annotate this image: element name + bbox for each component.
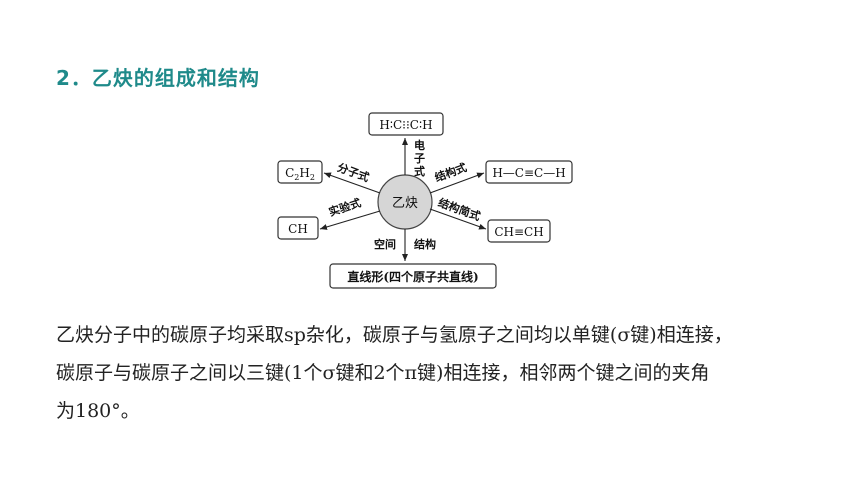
structural-formula-box xyxy=(485,160,573,184)
label-electronic-3: 式 xyxy=(414,164,425,178)
section-heading: 2．乙炔的组成和结构 xyxy=(56,66,260,90)
spatial-structure: 直线形(四个原子共直线) xyxy=(347,269,478,284)
spatial-structure-box xyxy=(329,263,497,289)
label-electronic-1: 电 xyxy=(414,138,425,152)
arrow-upper-right xyxy=(429,172,485,194)
label-electronic-2: 子 xyxy=(414,152,425,165)
label-structure: 结构 xyxy=(413,237,436,251)
center-label: 乙炔 xyxy=(392,196,418,211)
arrow-upper-left xyxy=(323,172,381,194)
paragraph-line-3: 为180°。 xyxy=(56,400,140,422)
electronic-formula-box xyxy=(368,112,444,136)
simplified-formula-box xyxy=(487,219,551,243)
label-molecular: 分子式 xyxy=(335,160,371,184)
molecular-formula-box xyxy=(277,160,323,184)
molecular-formula: C2H2 xyxy=(285,166,315,182)
label-space: 空间 xyxy=(374,237,396,251)
description-paragraph: 乙炔分子中的碳原子均采取sp杂化，碳原子与氢原子之间均以单键(σ键)相连接， 碳… xyxy=(56,316,816,430)
empirical-formula-box xyxy=(277,216,319,240)
acetylene-diagram: 乙炔 H∶C⁝⁝C∶H 电 子 式 C2H2 分子式 CH 实验式 H—C≡C—… xyxy=(277,112,573,289)
electronic-formula: H∶C⁝⁝C∶H xyxy=(379,118,432,132)
empirical-formula: CH xyxy=(288,222,308,236)
paragraph-line-2: 碳原子与碳原子之间以三键(1个σ键和2个π键)相连接，相邻两个键之间的夹角 xyxy=(56,362,710,384)
simplified-formula: CH≡CH xyxy=(494,225,543,239)
arrow-lower-right xyxy=(429,208,487,230)
structural-formula: H—C≡C—H xyxy=(492,166,565,180)
paragraph-line-1: 乙炔分子中的碳原子均采取sp杂化，碳原子与氢原子之间均以单键(σ键)相连接， xyxy=(56,324,733,346)
arrow-lower-left xyxy=(319,210,381,230)
label-empirical: 实验式 xyxy=(327,195,363,219)
